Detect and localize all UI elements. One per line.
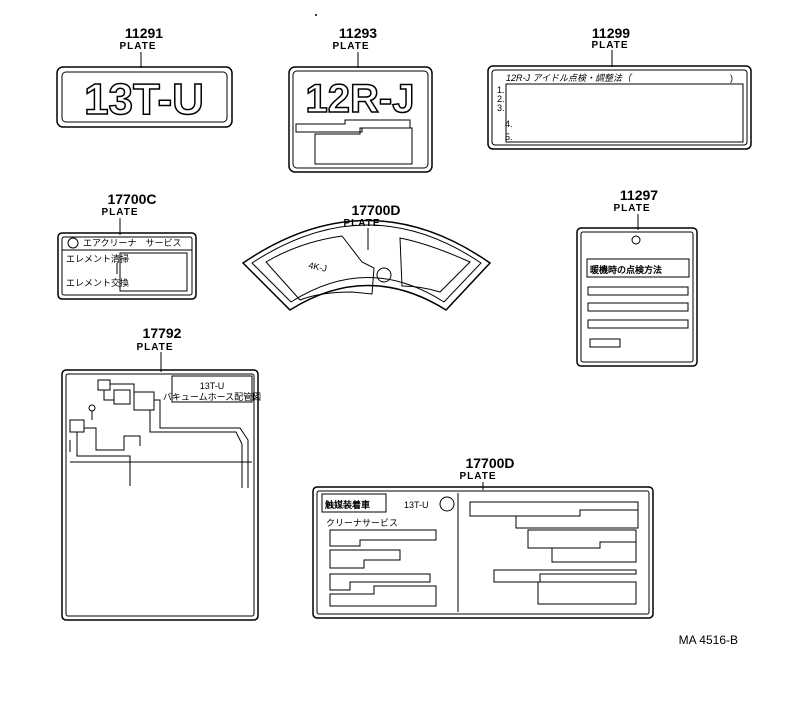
part-name: PLATE	[101, 207, 138, 218]
row-number: 3.	[497, 103, 505, 113]
part-name: PLATE	[332, 41, 369, 52]
plate-subtitle: クリーナサービス	[326, 518, 398, 528]
callout-11293: 11293 PLATE	[332, 25, 377, 68]
part-name: PLATE	[459, 471, 496, 482]
part-name: PLATE	[591, 40, 628, 51]
part-number: 17700D	[465, 455, 514, 471]
plate-17700c: エアクリーナ サービス エレメント清掃 エレメント交換	[57, 232, 197, 300]
plate-engine-text: 13T-U	[404, 500, 429, 510]
plate-title: 12R-J アイドル点検・調整法（	[506, 73, 633, 83]
part-number: 11297	[620, 187, 658, 203]
plate-title: 触媒装着車	[324, 499, 370, 510]
part-name: PLATE	[136, 342, 173, 353]
plate-11291: 13T-U	[56, 66, 233, 128]
plate-11293: 12R-J	[288, 66, 433, 173]
part-name: PLATE	[613, 203, 650, 214]
plate-17700d-rect: 触媒装着車 13T-U クリーナサービス	[312, 486, 654, 619]
callout-17700d-arc: 17700D PLATE	[343, 202, 401, 250]
diagram-reference: MA 4516-B	[679, 633, 738, 647]
part-number: 11293	[339, 25, 377, 41]
callout-17700d-rect: 17700D PLATE	[459, 455, 515, 490]
part-number: 17700C	[107, 191, 156, 207]
plate-engine-text: 12R-J	[306, 77, 415, 121]
row-number: 1.	[497, 85, 505, 95]
part-number: 17792	[143, 325, 182, 341]
toyota-logo-icon	[67, 237, 79, 249]
plate-right-fields	[469, 501, 639, 605]
callout-17700c: 17700C PLATE	[101, 191, 157, 235]
toyota-logo-icon	[376, 267, 392, 283]
row-number: 5.	[505, 132, 513, 142]
plate-title: エアクリーナ サービス	[83, 238, 182, 248]
plate-title-end: )	[730, 73, 733, 83]
plate-17792: 13T-U バキュームホース配管図	[61, 369, 261, 621]
part-number: 11291	[125, 25, 163, 41]
plate-subtitle: バキュームホース配管図	[163, 391, 261, 402]
plate-11299: 12R-J アイドル点検・調整法（ ) 1. 2. 3. 4. 5.	[487, 65, 752, 150]
callout-11291: 11291 PLATE	[119, 25, 163, 68]
plate-engine-text: 13T-U	[84, 75, 204, 124]
plate-left-fields	[329, 529, 437, 607]
row-number: 2.	[497, 94, 505, 104]
toyota-logo-icon	[439, 496, 455, 512]
part-name: PLATE	[343, 218, 380, 229]
plate-title: 暖機時の点検方法	[590, 264, 662, 275]
speck	[315, 14, 317, 16]
part-name: PLATE	[119, 41, 156, 52]
plate-row-label: エレメント清掃	[66, 253, 129, 264]
callout-11299: 11299 PLATE	[591, 25, 630, 67]
vacuum-hose-schematic	[69, 379, 252, 488]
callout-17792: 17792 PLATE	[136, 325, 182, 372]
plate-11297: 暖機時の点検方法	[576, 227, 698, 367]
plate-row-label: エレメント交換	[66, 277, 129, 288]
plate-engine-text: 4K-J	[308, 260, 328, 274]
part-number: 17700D	[351, 202, 400, 218]
plate-17700d-arc: 4K-J	[241, 219, 492, 311]
hole-icon	[631, 235, 641, 245]
part-number: 11299	[592, 25, 630, 41]
plate-title: 13T-U	[200, 381, 225, 391]
callout-11297: 11297 PLATE	[613, 187, 658, 230]
row-number: 4.	[505, 119, 513, 129]
